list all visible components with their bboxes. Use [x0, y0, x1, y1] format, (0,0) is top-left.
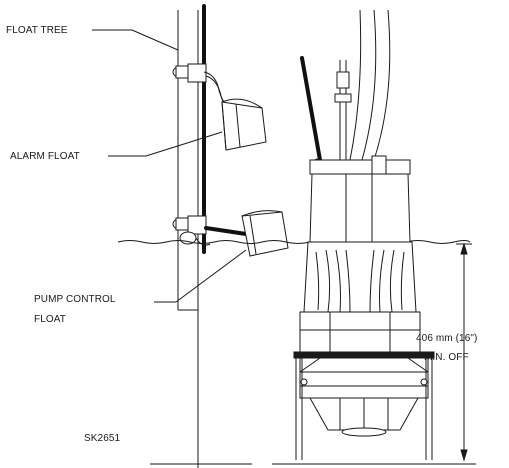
- alarm-float: [221, 98, 267, 151]
- dimension-line: [456, 242, 472, 462]
- float-tree-label: FLOAT TREE: [6, 25, 68, 36]
- alarm-float-clamp: [172, 63, 225, 105]
- dimension-label-line1: 406 mm (16"): [416, 333, 477, 344]
- power-cables: [300, 9, 391, 169]
- pump-control-label-line2: FLOAT: [34, 314, 66, 325]
- leader-lines: [92, 29, 247, 303]
- float-tree: [177, 4, 206, 468]
- alarm-float-label: ALARM FLOAT: [10, 151, 80, 162]
- drawing-number: SK2651: [84, 433, 121, 444]
- pump-volute: [299, 241, 421, 353]
- pump-motor-housing: [309, 155, 411, 243]
- pump-control-float-clamp: [172, 215, 248, 246]
- water-line: [117, 240, 471, 244]
- pump-base-stand: [293, 351, 435, 460]
- dimension-label-line2: MIN. OFF: [424, 352, 469, 363]
- pump-control-label-line1: PUMP CONTROL: [34, 294, 116, 305]
- pump-control-float: [241, 210, 289, 257]
